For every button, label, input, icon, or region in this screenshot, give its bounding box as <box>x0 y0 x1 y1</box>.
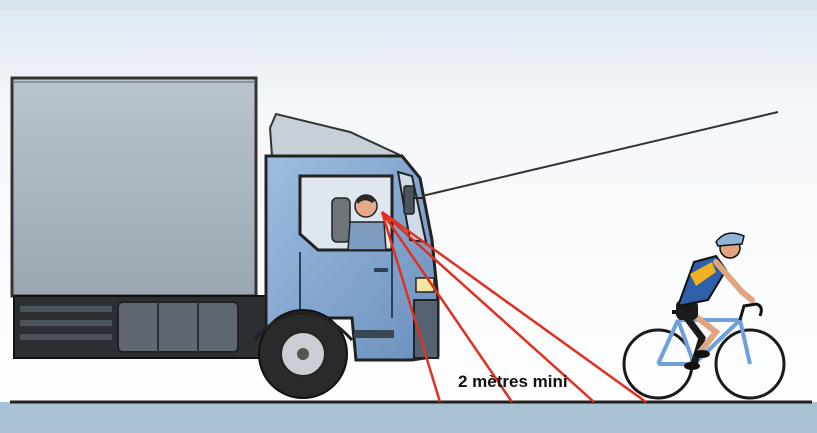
trailer-box <box>12 78 256 296</box>
distance-caption: 2 mètres mini <box>458 372 568 392</box>
fuel-tank <box>118 302 238 352</box>
road-surface <box>0 402 817 433</box>
door-handle <box>374 268 388 272</box>
top-band <box>0 0 817 10</box>
